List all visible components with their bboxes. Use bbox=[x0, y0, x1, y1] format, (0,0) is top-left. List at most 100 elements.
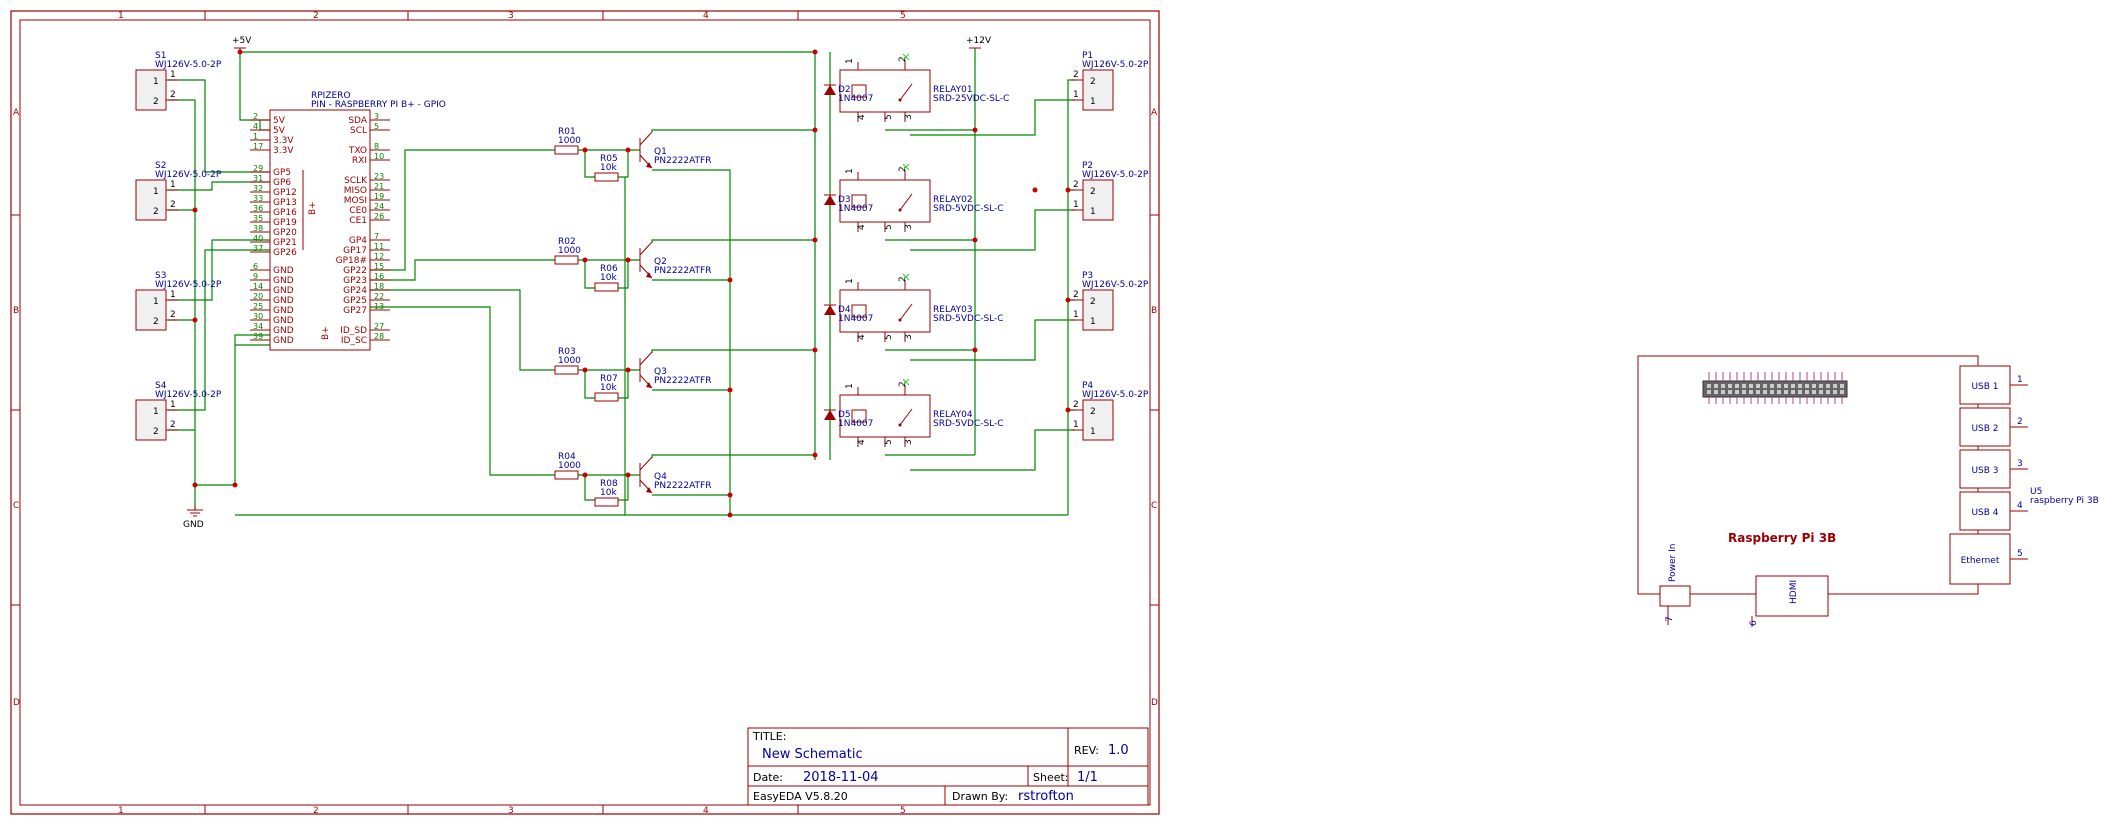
rev-value: 1.0 bbox=[1108, 743, 1129, 758]
rev-label: REV: bbox=[1074, 744, 1099, 757]
switch-part: WJ126V-5.0-2P bbox=[155, 170, 222, 180]
base-resistor bbox=[554, 255, 579, 265]
rpi-pin-number: 11 bbox=[374, 242, 384, 251]
relay-body bbox=[839, 394, 931, 438]
rpi-pin-number: 20 bbox=[253, 292, 263, 301]
rpi-left-pin: 5V4 bbox=[250, 122, 286, 136]
pi3b-port-num: 3 bbox=[2017, 459, 2023, 469]
date-label: Date: bbox=[753, 771, 783, 784]
pi3b-power-label: Power In bbox=[1668, 544, 1678, 582]
switch-pin1-num: 1 bbox=[170, 400, 176, 410]
rpi-pin-name: GP24 bbox=[343, 286, 367, 296]
rpi-right-pin: ID_SD 27 bbox=[340, 322, 390, 336]
relay-pin1: 1 bbox=[845, 168, 855, 174]
pi3b-port-num: 2 bbox=[2017, 417, 2023, 427]
power-12v-label: +12V bbox=[966, 36, 992, 46]
rpi-pin-name: SCLK bbox=[344, 176, 368, 186]
pi3b-port-num: 4 bbox=[2017, 501, 2023, 511]
relay-ref: RELAY02 bbox=[933, 195, 973, 205]
rpi-pin-number: 18 bbox=[374, 282, 384, 291]
rpi-pin-name: RXI bbox=[352, 156, 367, 166]
diode-ref: D4 bbox=[838, 305, 851, 315]
rpi-pin-name: GP17 bbox=[343, 246, 367, 256]
rpi-pin-name: GND bbox=[273, 306, 294, 316]
rpi-pin-number: 22 bbox=[374, 292, 384, 301]
output-connectors: P1WJ126V-5.0-2P2121P2WJ126V-5.0-2P2121P3… bbox=[1071, 51, 1149, 441]
relay-ref: RELAY01 bbox=[933, 85, 973, 95]
output-pin2-num: 2 bbox=[1073, 290, 1079, 300]
relay-pin5: 5 bbox=[884, 439, 894, 445]
rpi-pin-number: 26 bbox=[374, 212, 384, 221]
rpi-pin-name: GP13 bbox=[273, 198, 297, 208]
pi3b-gpio-header bbox=[1702, 372, 1848, 404]
output-pin2-num: 2 bbox=[1073, 70, 1079, 80]
rpi-pin-name: MOSI bbox=[344, 196, 367, 206]
base-resistor-ref: R03 bbox=[558, 347, 576, 357]
rpi-left-pins: 5V25V43.3V13.3V17GP529GP631GP1232GP1333G… bbox=[250, 112, 297, 346]
rpi-pin-name: GND bbox=[273, 316, 294, 326]
base-resistor-value: 1000 bbox=[558, 356, 581, 366]
rpi-pin-number: 37 bbox=[253, 244, 263, 253]
junctions bbox=[192, 49, 1071, 518]
rpi-pin-number: 39 bbox=[253, 332, 263, 341]
power-5v-label: +5V bbox=[232, 36, 252, 46]
rpi-pin-name: SCL bbox=[350, 126, 367, 136]
pi3b-port-1: USB 11 bbox=[1959, 365, 2028, 405]
rpi-ref: RPIZERO bbox=[311, 91, 351, 101]
rpi-pin-name: ID_SD bbox=[340, 326, 367, 336]
pulldown-resistor-ref: R08 bbox=[600, 479, 618, 489]
flyback-diode bbox=[824, 410, 836, 420]
relay-pin3: 3 bbox=[904, 114, 914, 120]
sheet-frame bbox=[10, 10, 1160, 815]
pi3b-port-label: Ethernet bbox=[1961, 556, 2000, 566]
rpi-pin-number: 15 bbox=[374, 262, 384, 271]
base-resistor-ref: R01 bbox=[558, 127, 576, 137]
rpi-pin-number: 40 bbox=[253, 234, 263, 243]
rpi-pin-name: GP25 bbox=[343, 296, 367, 306]
sheet-inner-border bbox=[19, 19, 1151, 806]
rpi-pin-number: 27 bbox=[374, 322, 384, 331]
rpi-side-label-bottom: B+ bbox=[321, 326, 331, 340]
output-pin1-label: 1 bbox=[1090, 427, 1096, 437]
pi3b-port-label: USB 1 bbox=[1971, 382, 1998, 392]
rpi-right-pin: GP17 11 bbox=[343, 242, 390, 256]
zone-col-top: 4 bbox=[703, 11, 709, 21]
rpi-pin-number: 31 bbox=[253, 174, 263, 183]
zone-row-left: D bbox=[13, 698, 20, 708]
base-resistor-value: 1000 bbox=[558, 246, 581, 256]
relay-pin2: 2 bbox=[898, 276, 908, 282]
rpi-header-body bbox=[269, 109, 371, 351]
rpi-pin-number: 5 bbox=[374, 122, 379, 131]
switch-part: WJ126V-5.0-2P bbox=[155, 390, 222, 400]
relay-pin5: 5 bbox=[884, 114, 894, 120]
output-part: WJ126V-5.0-2P bbox=[1082, 60, 1149, 70]
switch-pin2-label: 2 bbox=[153, 427, 159, 437]
rpi-pin-number: 6 bbox=[253, 262, 258, 271]
relay-part: SRD-25VDC-SL-C bbox=[933, 94, 1009, 104]
rpi-pin-name: 5V bbox=[273, 116, 286, 126]
pi3b-port-label: USB 2 bbox=[1971, 424, 1998, 434]
relay-coil bbox=[851, 194, 867, 208]
relay-coil bbox=[851, 84, 867, 98]
zone-col-top: 5 bbox=[900, 11, 906, 21]
switch-pin1-num: 1 bbox=[170, 70, 176, 80]
